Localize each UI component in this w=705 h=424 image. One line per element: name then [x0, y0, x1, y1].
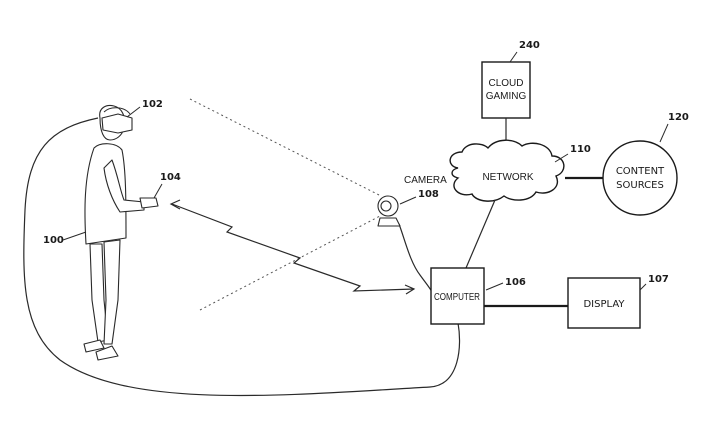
- camera-cable: [398, 223, 433, 293]
- fov-upper-line: [189, 98, 382, 197]
- user-foot-back: [83, 339, 105, 353]
- link-network-computer: [465, 199, 496, 269]
- content-sources-label-line1: CONTENT: [616, 166, 665, 177]
- ref-controller: 104: [160, 172, 181, 183]
- controller-device: [139, 197, 159, 209]
- computer-box: [430, 267, 485, 325]
- leader-display: [639, 283, 647, 291]
- ref-content-sources: 120: [668, 112, 689, 123]
- display-label: DISPLAY: [583, 299, 625, 310]
- ref-hmd: 102: [142, 99, 163, 110]
- wireless-zigzag: [171, 203, 415, 292]
- wireless-link: [169, 199, 416, 295]
- user-leg-front: [103, 239, 121, 345]
- leader-user: [62, 231, 87, 241]
- camera-device: [377, 195, 401, 227]
- camera-label: CAMERA: [404, 175, 447, 186]
- cloud-gaming-label-line1: CLOUD: [488, 78, 523, 89]
- network-label: NETWORK: [482, 172, 533, 183]
- cloud-gaming-box: [481, 61, 531, 119]
- reference-numerals: 240 120 110 108 106 107 102 104 100: [43, 40, 689, 291]
- ref-user: 100: [43, 235, 64, 246]
- ref-display: 107: [648, 274, 669, 285]
- fov-lower-line: [199, 215, 381, 311]
- ref-cloud-gaming: 240: [519, 40, 540, 51]
- wireless-arrow-right: [404, 284, 416, 295]
- user-arm: [103, 159, 145, 213]
- display-box: [567, 277, 641, 329]
- leader-camera: [399, 196, 417, 205]
- leader-network: [554, 153, 569, 163]
- ref-network: 110: [570, 144, 591, 155]
- leader-cloud-gaming: [509, 51, 518, 63]
- hmd-strap: [103, 107, 131, 115]
- ref-camera: 108: [418, 189, 439, 200]
- leader-hmd: [126, 106, 141, 118]
- wireless-arrow-left: [169, 199, 181, 210]
- leader-content-sources: [659, 123, 669, 143]
- cloud-gaming-label-line2: GAMING: [486, 91, 527, 102]
- leader-controller: [153, 183, 163, 199]
- camera-stand: [377, 217, 401, 227]
- camera-lens: [380, 200, 392, 212]
- hmd-headset: [101, 113, 133, 134]
- leader-computer: [485, 282, 504, 291]
- ref-computer: 106: [505, 277, 526, 288]
- tether-cable: [23, 117, 461, 397]
- computer-label: COMPUTER: [434, 292, 480, 303]
- content-sources-circle: [602, 140, 678, 216]
- content-sources-label-line2: SOURCES: [616, 180, 664, 191]
- camera-field-of-view: [189, 98, 382, 311]
- user-figure: [83, 104, 159, 361]
- user-foot-front: [95, 345, 119, 361]
- network-cloud: [449, 139, 565, 202]
